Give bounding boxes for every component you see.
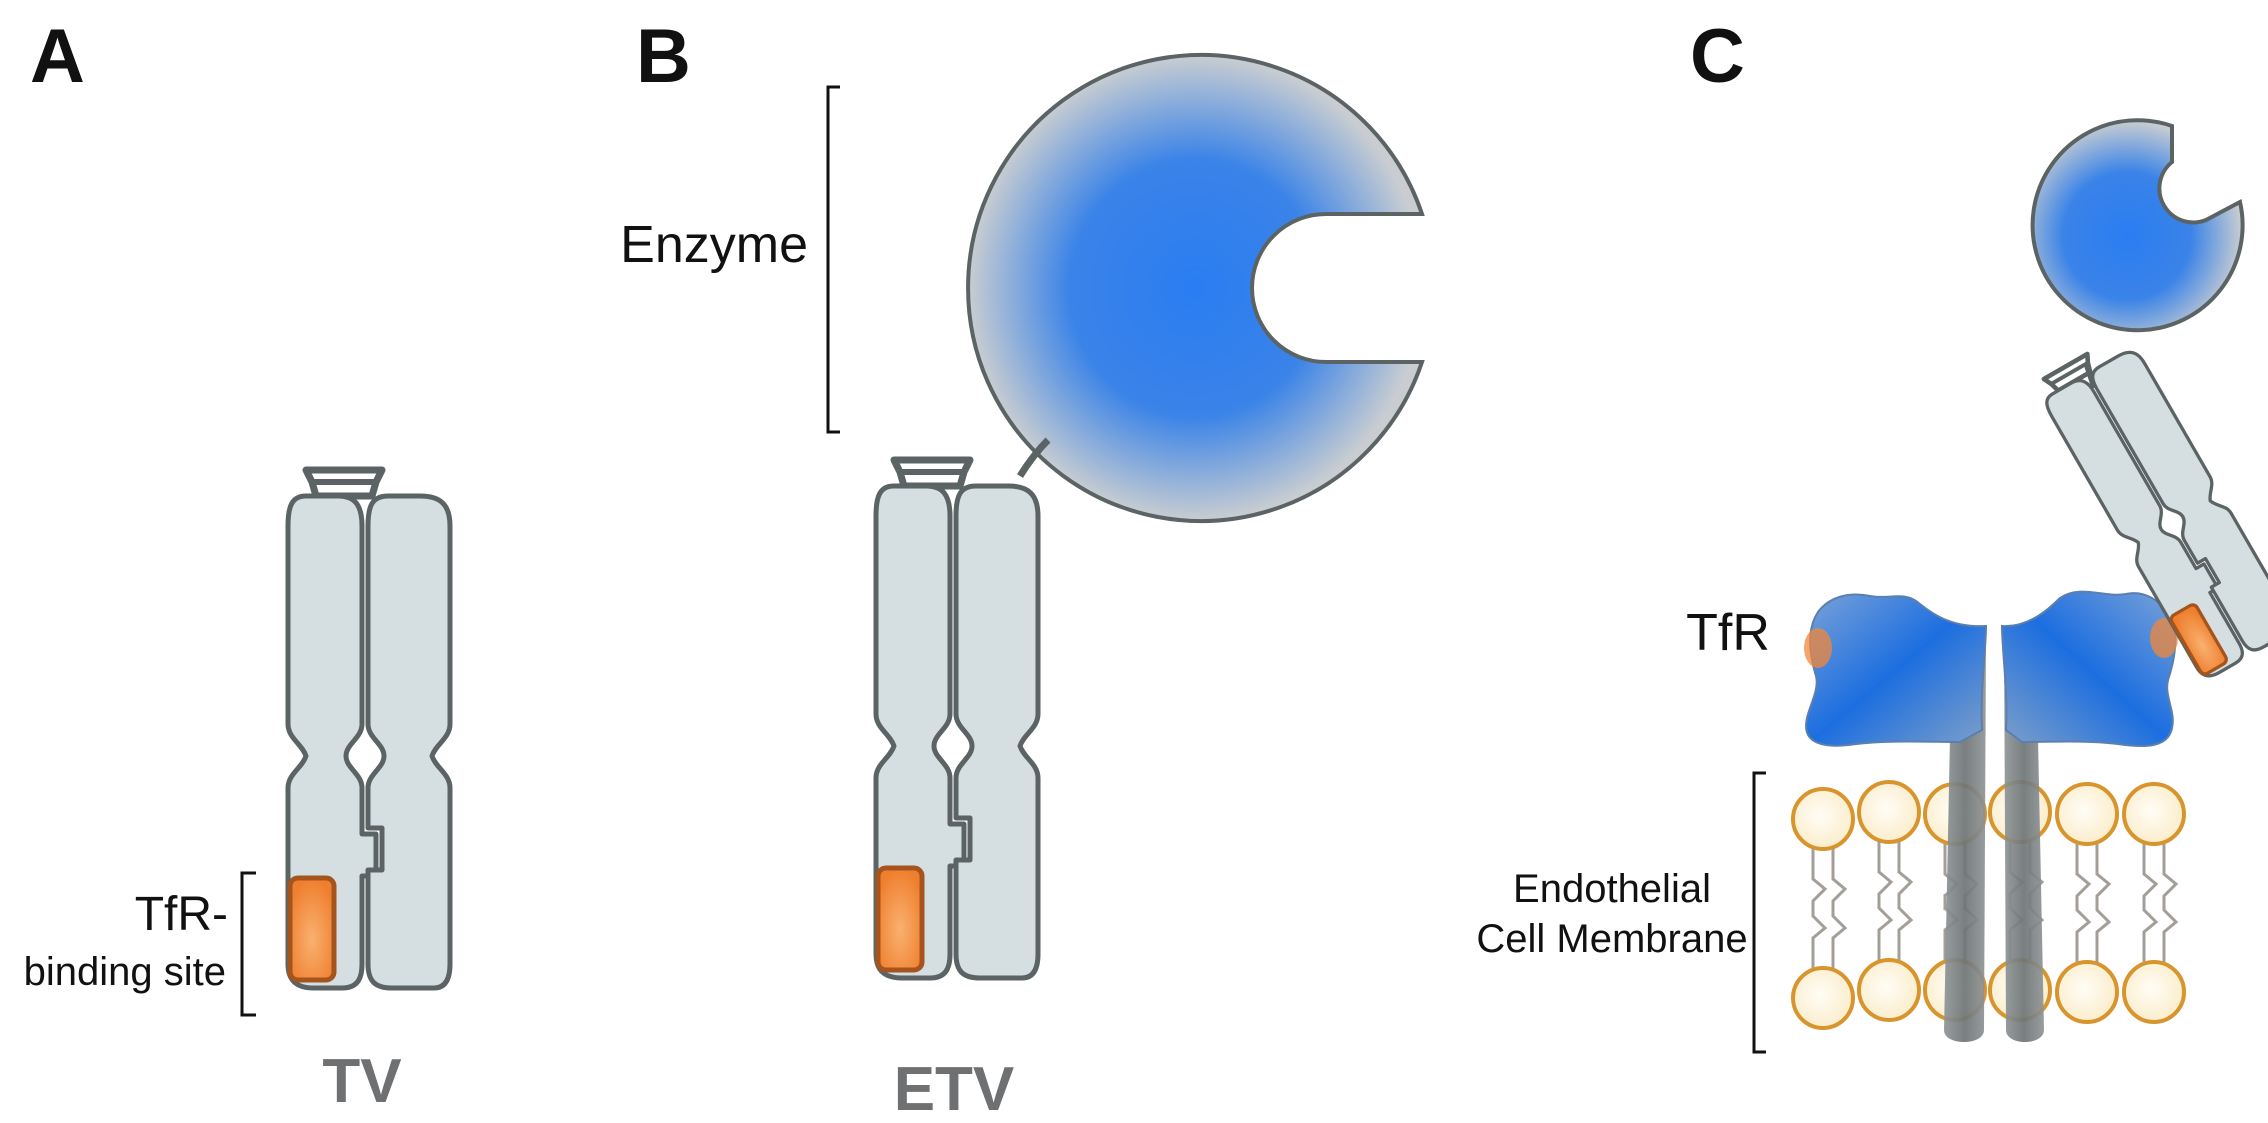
binding-site-label-line1: TfR- [135, 888, 228, 941]
enzyme-bracket [826, 85, 840, 434]
enzyme-label: Enzyme [620, 216, 808, 274]
membrane-label-line1: Endothelial [1513, 867, 1711, 911]
lipid-bilayer [1791, 780, 2186, 1030]
panel-c-letter: C [1690, 14, 1745, 99]
etv-name: ETV [894, 1055, 1015, 1123]
etv-antibody [876, 460, 1038, 978]
tv-name: TV [322, 1047, 401, 1116]
enzyme-linker [1017, 437, 1051, 478]
tfr-receptor [1804, 590, 2178, 1042]
enzyme-shape-c [2030, 118, 2245, 333]
membrane-label-line2: Cell Membrane [1476, 917, 1747, 961]
binding-site-bracket [240, 871, 256, 1017]
panel-b-letter: B [636, 14, 691, 99]
tv-antibody [288, 470, 450, 988]
panel-a-letter: A [30, 14, 85, 99]
membrane-bracket [1752, 771, 1766, 1054]
binding-site-label-line2: binding site [24, 950, 226, 994]
enzyme-shape [966, 53, 1425, 523]
tfr-label: TfR [1686, 604, 1770, 662]
